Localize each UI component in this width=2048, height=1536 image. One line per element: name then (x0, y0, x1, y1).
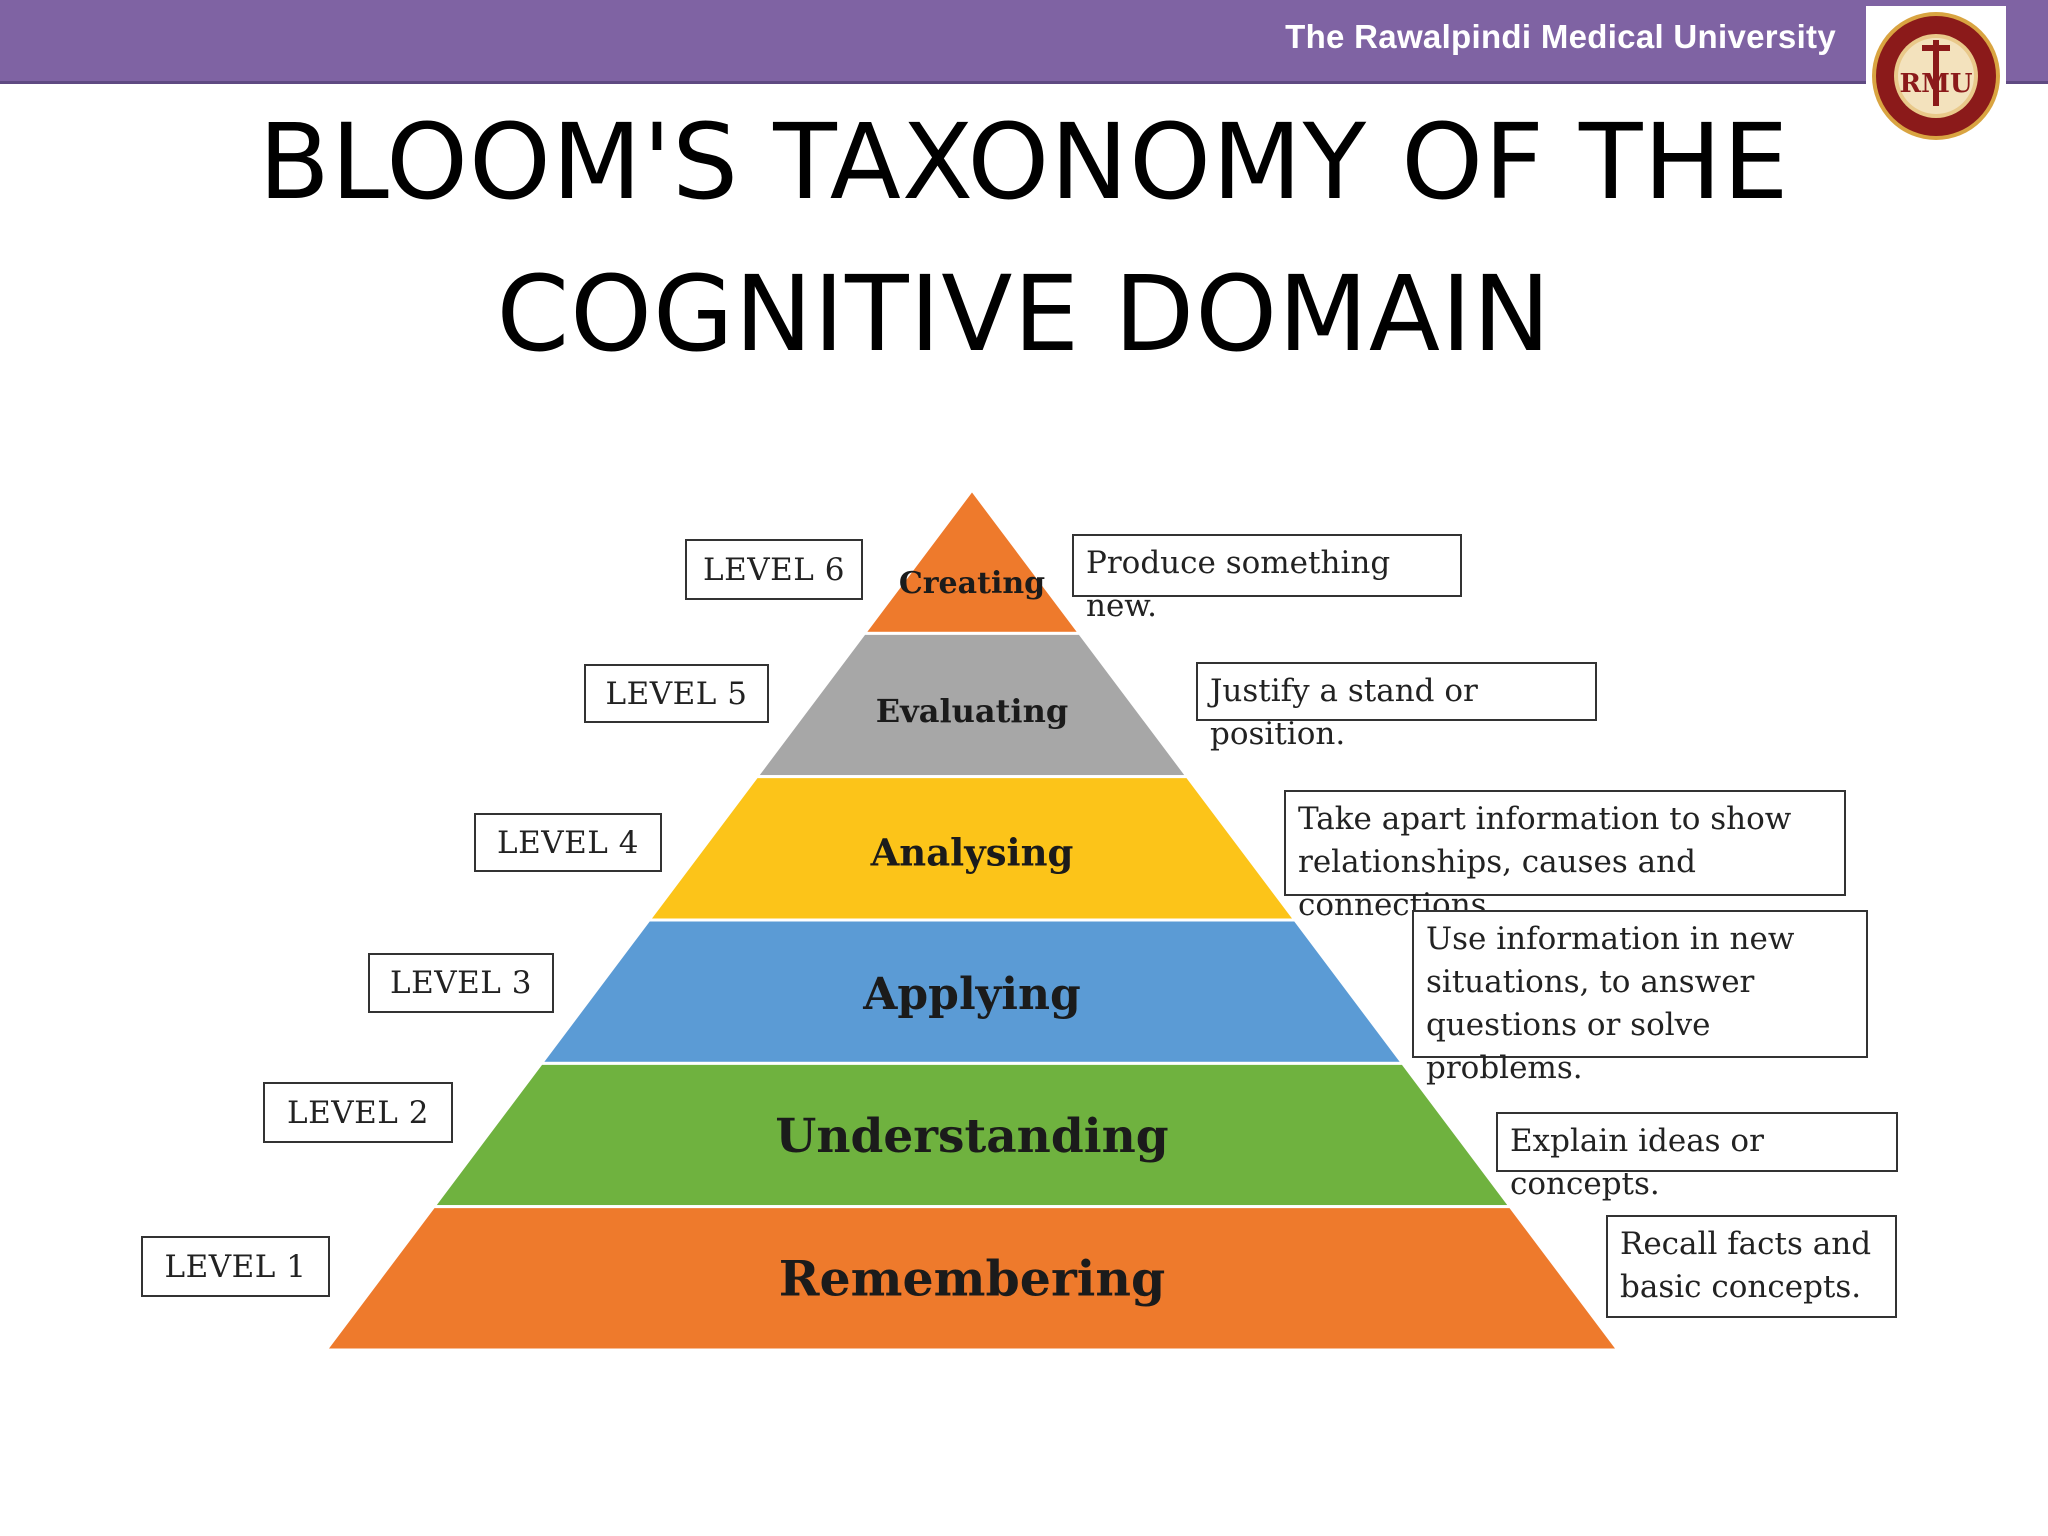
tier-label-creating: Creating (899, 566, 1045, 601)
seal-icon: RMU (1872, 12, 2000, 140)
page-title: BLOOM'S TAXONOMY OF THE COGNITIVE DOMAIN (0, 86, 2048, 390)
level-box-6: LEVEL 6 (685, 539, 863, 600)
tier-label-analysing: Analysing (870, 831, 1074, 875)
level-box-2: LEVEL 2 (263, 1082, 453, 1143)
title-line-1: BLOOM'S TAXONOMY OF THE (258, 101, 1790, 223)
description-box-understanding: Explain ideas or concepts. (1496, 1112, 1898, 1202)
university-logo: RMU (1866, 6, 2006, 146)
description-box-analysing: Take apart information to show relations… (1284, 790, 1846, 923)
institution-name: The Rawalpindi Medical University (1285, 18, 1836, 55)
header-bar: The Rawalpindi Medical University (0, 0, 2048, 84)
level-box-1: LEVEL 1 (141, 1236, 330, 1297)
description-box-remembering: Recall facts and basic concepts. (1606, 1215, 1897, 1318)
level-box-4: LEVEL 4 (474, 813, 662, 872)
description-box-applying: Use information in new situations, to an… (1412, 910, 1868, 1086)
title-line-2: COGNITIVE DOMAIN (496, 253, 1552, 375)
pyramid-tier-remembering (322, 1205, 1622, 1352)
description-box-evaluating: Justify a stand or position. (1196, 662, 1597, 752)
pyramid-tier-creating (861, 487, 1083, 635)
tier-label-applying: Applying (862, 969, 1080, 1020)
level-box-5: LEVEL 5 (584, 664, 769, 723)
level-box-3: LEVEL 3 (368, 953, 554, 1013)
tier-label-remembering: Remembering (779, 1250, 1166, 1308)
tier-label-understanding: Understanding (775, 1109, 1168, 1164)
logo-initials: RMU (1899, 69, 1972, 99)
tier-label-evaluating: Evaluating (876, 692, 1068, 730)
description-box-creating: Produce something new. (1072, 534, 1462, 624)
